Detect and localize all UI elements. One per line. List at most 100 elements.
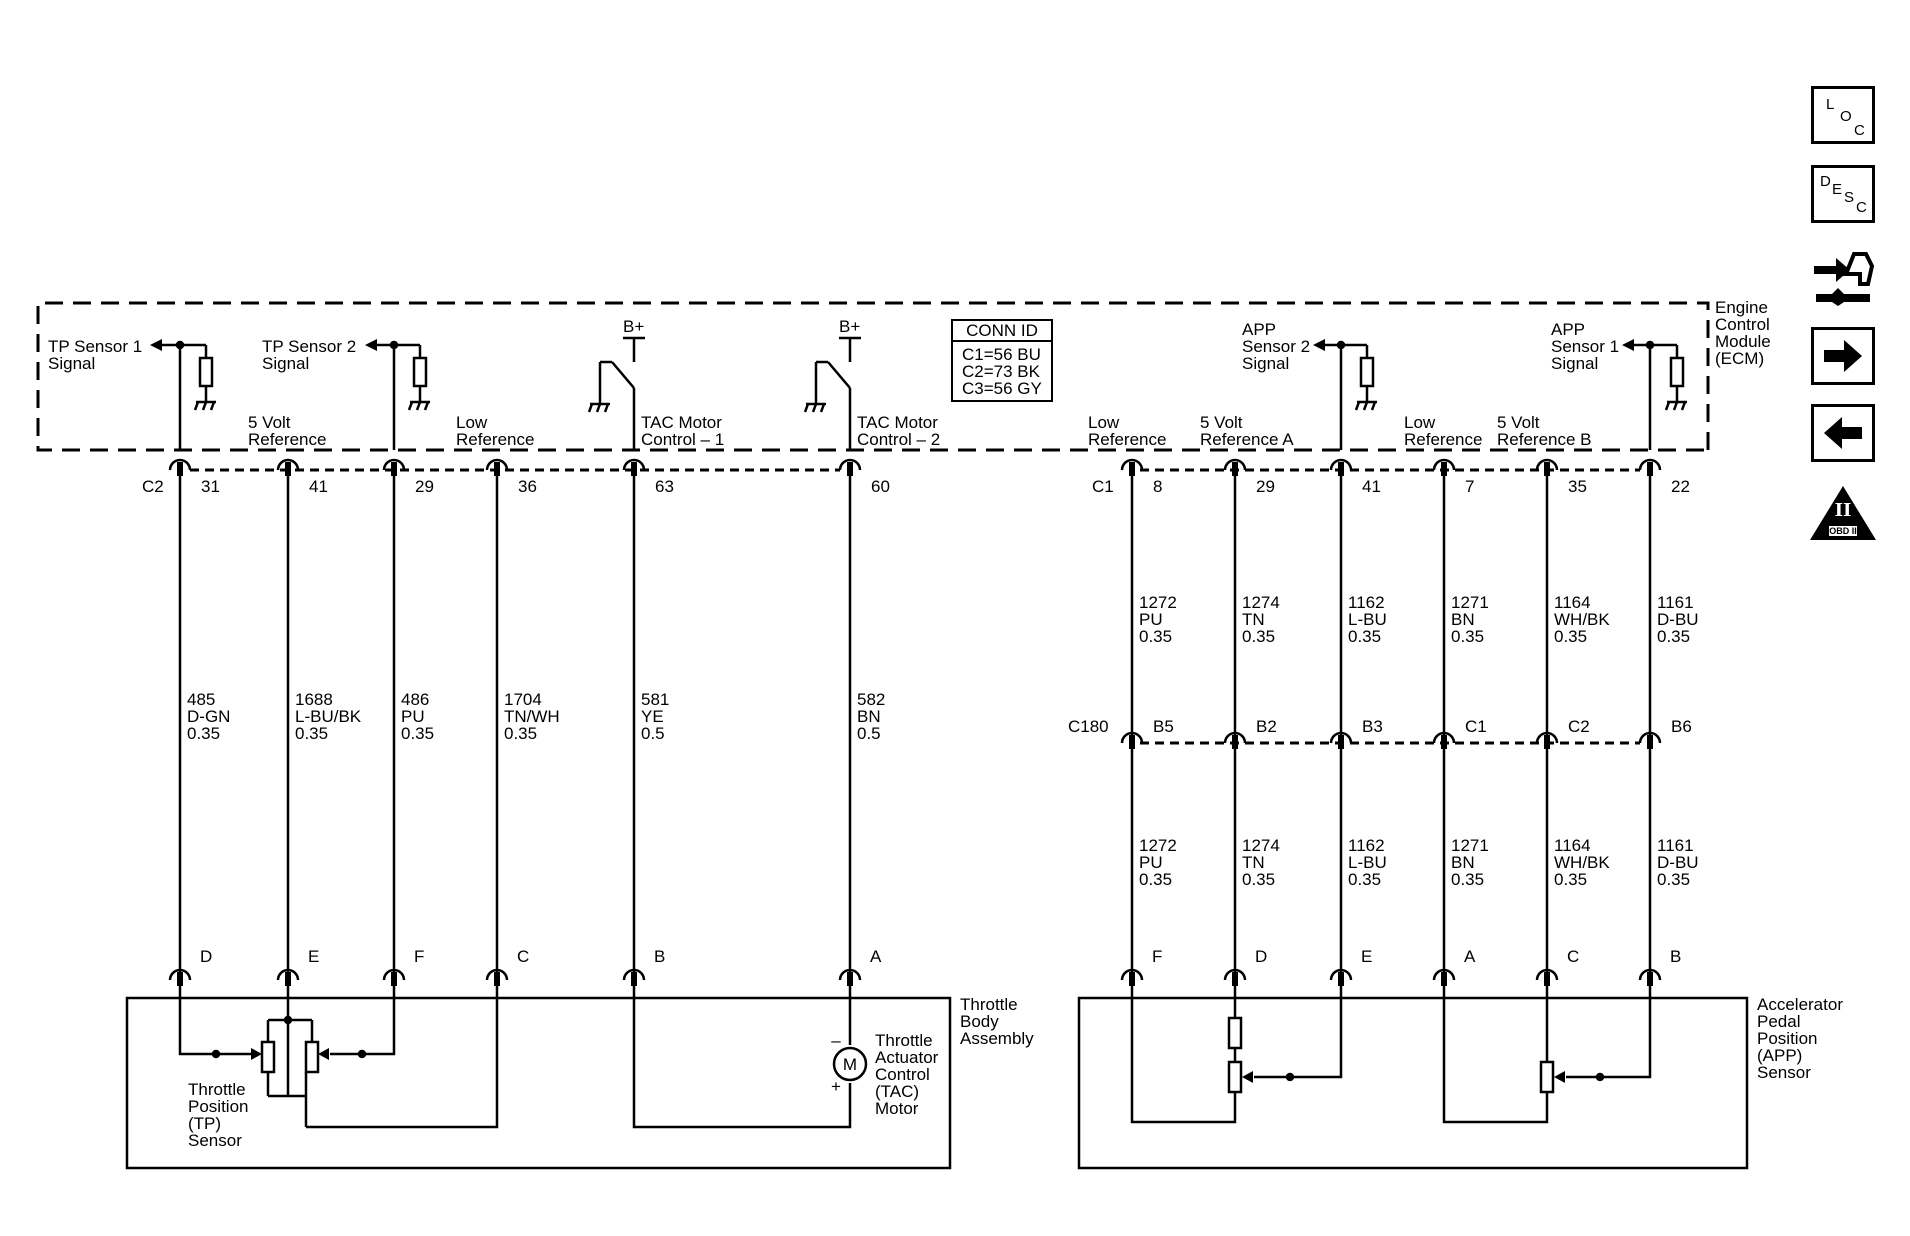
ecm-internal-circuits xyxy=(150,336,1687,450)
wire-label: PU xyxy=(401,707,425,726)
label-line: Low xyxy=(456,413,488,432)
inline-terminal-pin xyxy=(1129,735,1135,749)
prev-button[interactable] xyxy=(1811,404,1875,462)
wire-label: 0.35 xyxy=(1657,627,1690,646)
ecm-terminal-pin xyxy=(1441,462,1447,476)
throttle-body-assembly xyxy=(125,996,952,1170)
wire-label: 0.35 xyxy=(187,724,220,743)
component-pin-label: E xyxy=(308,947,319,966)
inline-terminal-pin xyxy=(1544,735,1550,749)
ecm-terminal xyxy=(1432,458,1456,471)
ecm-terminal-pin xyxy=(1129,462,1135,476)
ecm-terminal-pin xyxy=(494,462,500,476)
component-pin-label: B xyxy=(1670,947,1681,966)
desc-icon-c: C xyxy=(1856,199,1867,216)
ecm-pin-label: 41 xyxy=(1362,477,1381,496)
component-pin-label: C xyxy=(517,947,529,966)
obd-label: OBD II xyxy=(1829,526,1857,536)
arrow-right-icon xyxy=(1824,340,1862,372)
label-line: TAC Motor xyxy=(857,413,938,432)
wrench-connector-icon xyxy=(1814,252,1875,306)
wire-label: D-GN xyxy=(187,707,230,726)
desc-button[interactable]: D E S C xyxy=(1811,165,1875,223)
component-terminal-pin xyxy=(1647,972,1653,986)
label-line: Signal xyxy=(48,354,95,373)
label-line: Position xyxy=(1757,1029,1817,1048)
desc-icon-d: D xyxy=(1820,173,1831,190)
component-pin-label: D xyxy=(1255,947,1267,966)
wire-label: 0.35 xyxy=(1554,870,1587,889)
inline-terminal xyxy=(1120,731,1144,744)
wire-label: 485 xyxy=(187,690,215,709)
component-terminal-pin xyxy=(1338,972,1344,986)
wire-label: 0.35 xyxy=(1451,870,1484,889)
inline-terminal xyxy=(1535,731,1559,744)
inline-terminal xyxy=(1432,731,1456,744)
label-line: Pedal xyxy=(1757,1012,1800,1031)
ecm-pin-label: 36 xyxy=(518,477,537,496)
wire-label: 0.35 xyxy=(1657,870,1690,889)
ecm-pin-label: 22 xyxy=(1671,477,1690,496)
wire-label: BN xyxy=(857,707,881,726)
component-terminal xyxy=(276,968,300,981)
power-label: B+ xyxy=(839,317,860,336)
label-line: 5 Volt xyxy=(1200,413,1243,432)
obd-ii-button[interactable]: II OBD II xyxy=(1808,484,1878,544)
wire-label: 0.5 xyxy=(641,724,665,743)
component-pin-label: A xyxy=(1464,947,1476,966)
wire-label: 581 xyxy=(641,690,669,709)
component-terminal xyxy=(622,968,646,981)
ecm-terminal xyxy=(1329,458,1353,471)
ecm-pin-label: 41 xyxy=(309,477,328,496)
wire-label: 1161 xyxy=(1657,593,1694,612)
label-line: 5 Volt xyxy=(1497,413,1540,432)
tp-sensor-label: Throttle Position (TP) Sensor xyxy=(188,1080,253,1150)
component-terminal xyxy=(1329,968,1353,981)
label-line: (APP) xyxy=(1757,1046,1802,1065)
component-pin-label: F xyxy=(414,947,424,966)
conn-id-line: C2=73 BK xyxy=(962,362,1041,381)
wire-label: 1161 xyxy=(1657,836,1694,855)
label-line: Sensor 2 xyxy=(1242,337,1310,356)
ecm-pin-label: 35 xyxy=(1568,477,1587,496)
ecm-terminal xyxy=(838,458,862,471)
tac-motor-label: Throttle Actuator Control (TAC) Motor xyxy=(875,1031,943,1118)
wire-label: 1271 xyxy=(1451,836,1489,855)
ecm-pin-label: 31 xyxy=(201,477,220,496)
label-line: Sensor xyxy=(188,1131,242,1150)
motor-minus: – xyxy=(831,1031,841,1050)
arrow-left-icon xyxy=(1824,417,1862,449)
component-pin-label: A xyxy=(870,947,882,966)
wire-label: 0.35 xyxy=(401,724,434,743)
connector-id: C2 xyxy=(142,477,164,496)
wire-label: TN xyxy=(1242,853,1265,872)
label-line: TP Sensor 1 xyxy=(48,337,142,356)
component-terminal-pin xyxy=(177,972,183,986)
app-sensor-circuit xyxy=(1130,980,1652,1124)
component-terminal xyxy=(838,968,862,981)
ecm-terminal-pin xyxy=(1647,462,1653,476)
power-label: B+ xyxy=(623,317,644,336)
wire-label: BN xyxy=(1451,610,1475,629)
loc-button[interactable]: L O C xyxy=(1811,86,1875,144)
ecm-terminal xyxy=(622,458,646,471)
connector-id: C1 xyxy=(1092,477,1114,496)
next-button[interactable] xyxy=(1811,327,1875,385)
label-line: Signal xyxy=(1242,354,1289,373)
wire-label: 1274 xyxy=(1242,836,1280,855)
wire-label: 0.35 xyxy=(1139,627,1172,646)
conn-id-line: C1=56 BU xyxy=(962,345,1041,364)
ecm-terminal-pin xyxy=(391,462,397,476)
component-pin-label: E xyxy=(1361,947,1372,966)
throttle-body-label: Throttle Body Assembly xyxy=(960,995,1034,1048)
connector-view-button[interactable] xyxy=(1810,244,1876,308)
wire-label: 582 xyxy=(857,690,885,709)
inline-terminal-pin xyxy=(1338,735,1344,749)
loc-icon-c: C xyxy=(1854,122,1865,139)
ecm-label: Engine Control Module (ECM) xyxy=(1715,298,1776,368)
